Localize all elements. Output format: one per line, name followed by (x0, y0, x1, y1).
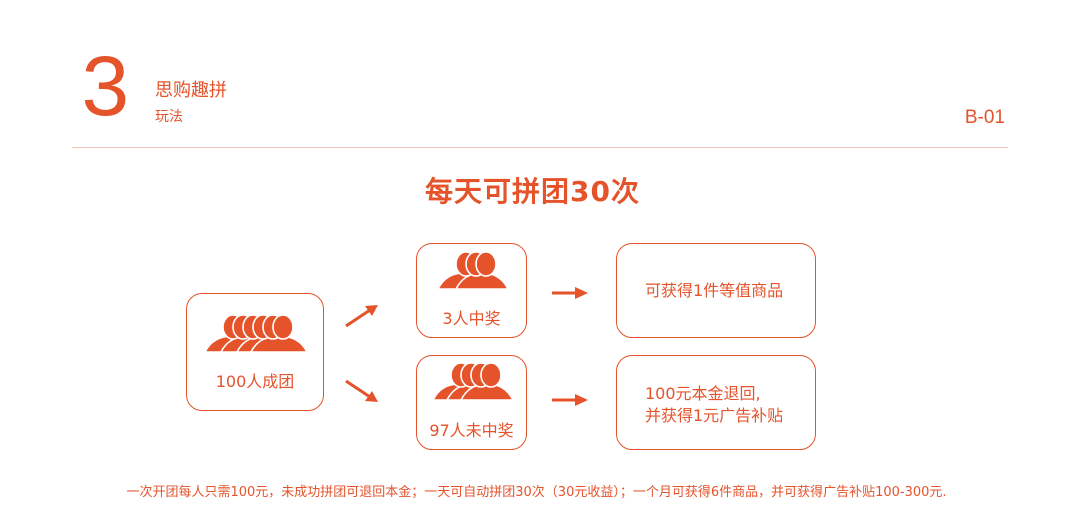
prize-text: 可获得1件等值商品 (645, 281, 784, 300)
refund-card: 100元本金退回, 并获得1元广告补贴 (616, 355, 816, 450)
arrow-down-right-icon (345, 379, 378, 402)
team-card: 100人成团 (186, 293, 324, 411)
header-divider (72, 147, 1008, 148)
prize-card: 可获得1件等值商品 (616, 243, 816, 338)
section-subtitle: 玩法 (155, 109, 183, 125)
arrow-up-right-icon (345, 305, 378, 328)
group-people-icon (436, 251, 510, 290)
group-people-icon (431, 362, 515, 401)
group-people-icon (203, 314, 309, 353)
refund-line-1: 100元本金退回, (645, 384, 761, 403)
page-code: B-01 (964, 107, 1005, 128)
footnote: 一次开团每人只需100元，未成功拼团可退回本金；一天可自动拼团30次（30元收益… (126, 485, 947, 500)
winners-card: 3人中奖 (416, 243, 527, 338)
section-number: 3 (81, 39, 130, 133)
arrow-right-icon (552, 287, 588, 299)
headline: 每天可拼团30次 (425, 175, 640, 208)
winners-label: 3人中奖 (442, 309, 501, 328)
non-winners-card: 97人未中奖 (416, 355, 527, 450)
non-winners-label: 97人未中奖 (429, 421, 514, 440)
refund-line-2: 并获得1元广告补贴 (645, 406, 784, 425)
arrow-right-icon (552, 394, 588, 406)
section-title: 思购趣拼 (155, 80, 227, 101)
refund-text: 100元本金退回, 并获得1元广告补贴 (645, 383, 805, 427)
team-label: 100人成团 (215, 372, 295, 391)
